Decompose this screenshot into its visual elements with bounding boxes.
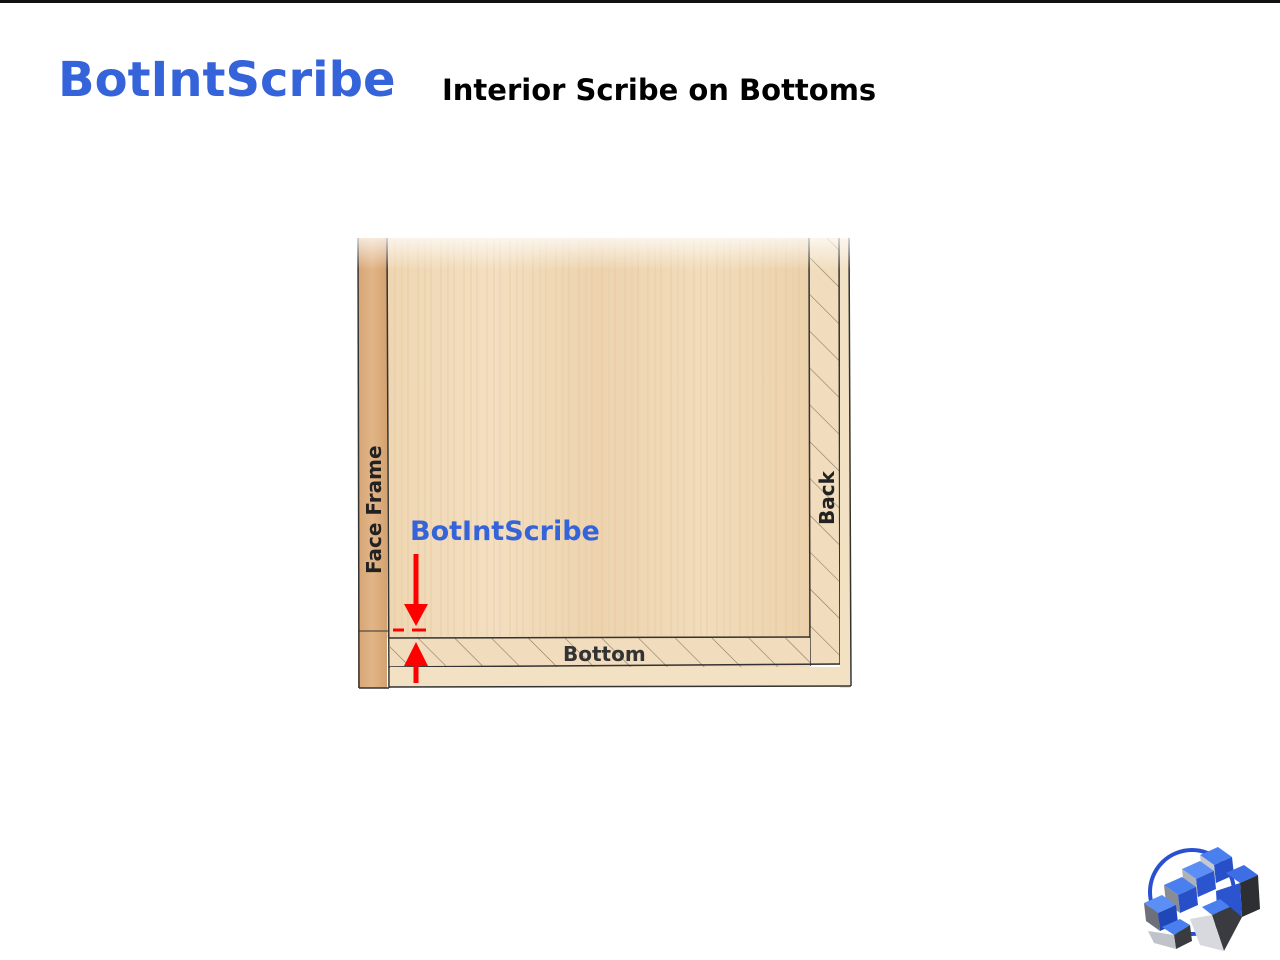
back-panel [808, 237, 852, 688]
top-fade [350, 226, 860, 270]
side-panel [386, 238, 810, 638]
page-title: BotIntScribe [58, 52, 396, 108]
page-subtitle: Interior Scribe on Bottoms [442, 73, 877, 107]
top-divider [0, 0, 1280, 3]
bottom-panel [388, 636, 852, 688]
callout-label: BotIntScribe [410, 516, 600, 547]
scribe-dimension-arrows [393, 554, 428, 683]
face-frame [357, 237, 390, 689]
face-frame-label: Face Frame [362, 445, 386, 574]
blue-cubes-logo-icon [1144, 847, 1260, 951]
bottom-label: Bottom [563, 642, 646, 666]
back-label: Back [815, 470, 839, 525]
